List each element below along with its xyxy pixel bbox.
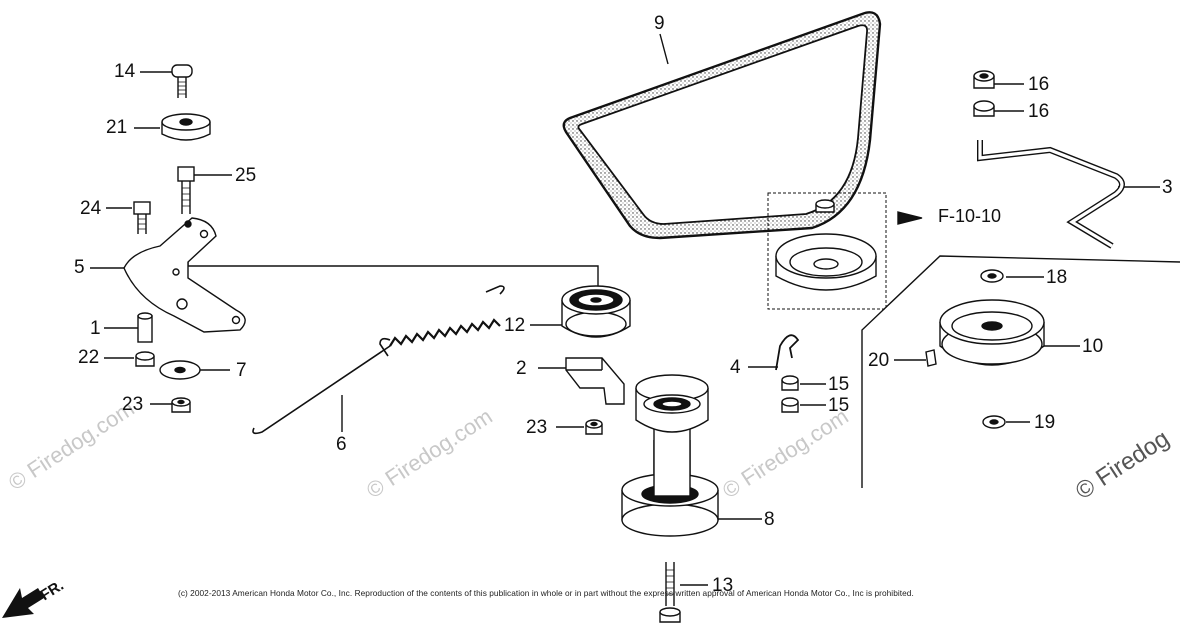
key-20 — [925, 349, 937, 367]
washer-7 — [159, 360, 201, 380]
callout-6: 6 — [336, 434, 347, 455]
pulley-10 — [939, 299, 1045, 366]
v-belt — [562, 11, 882, 240]
reference-box — [767, 192, 923, 310]
spring-6 — [252, 285, 505, 435]
callout-22: 22 — [78, 347, 100, 368]
collar-1 — [137, 312, 153, 343]
callout-12: 12 — [504, 315, 526, 336]
callout-13: 13 — [712, 575, 734, 596]
front-arrow-icon — [2, 588, 44, 618]
callout-1: 1 — [90, 318, 101, 339]
callout-25: 25 — [235, 165, 257, 186]
bracket-2 — [565, 357, 625, 405]
callout-8: 8 — [764, 509, 775, 530]
callout-19: 19 — [1034, 412, 1056, 433]
nut-16-top — [973, 70, 995, 89]
callout-18: 18 — [1046, 267, 1068, 288]
callout-15: 15 — [828, 395, 850, 416]
nut-23-left — [171, 397, 191, 413]
callout-16: 16 — [1028, 101, 1050, 122]
callout-20: 20 — [868, 350, 890, 371]
bracket-5 — [123, 217, 246, 333]
callout-3: 3 — [1162, 177, 1173, 198]
callout-24: 24 — [80, 198, 102, 219]
callout-2: 2 — [516, 358, 527, 379]
callout-5: 5 — [74, 257, 85, 278]
callout-15: 15 — [828, 374, 850, 395]
bolt-13 — [659, 562, 681, 623]
callout-4: 4 — [730, 357, 741, 378]
callout-10: 10 — [1082, 336, 1104, 357]
callout-21: 21 — [106, 117, 128, 138]
washer-19 — [982, 415, 1006, 429]
nut-16-bottom — [973, 100, 995, 117]
nut-22 — [135, 351, 155, 367]
bolt-25 — [177, 166, 195, 214]
rod-3 — [977, 140, 1125, 249]
double-pulley-8 — [621, 374, 719, 537]
callout-23: 23 — [122, 394, 144, 415]
nut-23-middle — [585, 419, 603, 435]
callout-16: 16 — [1028, 74, 1050, 95]
bolt-24 — [133, 201, 151, 234]
callout-14: 14 — [114, 61, 136, 82]
reference-label: F-10-10 — [938, 206, 1002, 226]
nut-15-bottom — [781, 397, 799, 413]
spacer-21 — [161, 113, 211, 141]
idler-pulley-12 — [561, 285, 631, 338]
washer-18 — [980, 269, 1004, 283]
nut-15-top — [781, 375, 799, 391]
copyright-notice: (c) 2002-2013 American Honda Motor Co., … — [178, 588, 914, 598]
clip-4 — [775, 334, 800, 371]
callout-7: 7 — [236, 360, 247, 381]
callout-9: 9 — [654, 13, 665, 34]
bolt-14 — [171, 64, 193, 98]
callout-23: 23 — [526, 417, 548, 438]
